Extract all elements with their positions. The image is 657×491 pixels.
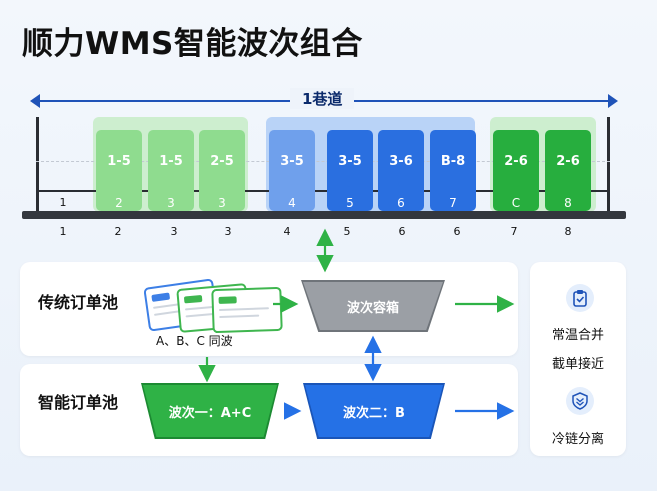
feature-text-1: 常温合并 — [551, 328, 604, 343]
slot-number: 1 — [59, 196, 67, 209]
rack-bin[interactable]: 3-5 5 — [327, 130, 373, 211]
bin-location-label: 1-5 — [159, 154, 183, 169]
bin-slot-number: 3 — [218, 196, 226, 210]
bin-location-label: 3-5 — [280, 154, 304, 169]
bin-slot-number: 2 — [115, 196, 123, 210]
wave-one-box[interactable]: 波次一：A+C — [143, 385, 277, 437]
bin-slot-number: 5 — [346, 196, 354, 210]
bin-location-label: 3-5 — [338, 154, 362, 169]
floor-number: 4 — [283, 225, 291, 238]
bin-location-label: 1-5 — [107, 154, 131, 169]
chevron-shield-icon — [566, 387, 594, 415]
floor-number: 2 — [114, 225, 122, 238]
feature-text-3: 冷链分离 — [551, 432, 604, 447]
bin-location-label: 2-6 — [556, 154, 580, 169]
floor-number: 3 — [170, 225, 178, 238]
bin-location-label: 3-6 — [389, 154, 413, 169]
floor-number: 1 — [59, 225, 67, 238]
page-title: 顺力WMS智能波次组合 — [22, 26, 363, 62]
floor-number: 6 — [398, 225, 406, 238]
rack-bin[interactable]: 2-5 3 — [199, 130, 245, 211]
clipboard-check-icon — [566, 284, 594, 312]
floor-number: 8 — [564, 225, 572, 238]
rack-bin[interactable]: 3-6 6 — [378, 130, 424, 211]
wave-container[interactable]: 波次容箱 — [303, 282, 443, 330]
arrow-right-icon — [608, 94, 618, 108]
aisle-label: 1巷道 — [290, 88, 355, 109]
rack-shelf — [36, 190, 610, 192]
rack-post — [607, 117, 610, 214]
bin-location-label: B-8 — [440, 154, 466, 169]
rack-bin[interactable]: 1-5 2 — [96, 130, 142, 211]
floor-number: 7 — [510, 225, 518, 238]
floor-number: 6 — [453, 225, 461, 238]
wave-two-box[interactable]: 波次二：B — [305, 385, 443, 437]
rack-gridline — [36, 161, 610, 162]
rack-bin[interactable]: 1-5 3 — [148, 130, 194, 211]
bin-slot-number: C — [511, 196, 521, 210]
traditional-pool-title: 传统订单池 — [38, 293, 119, 312]
rack-frame — [36, 117, 610, 214]
bin-slot-number: 8 — [564, 196, 572, 210]
smart-pool-title: 智能订单池 — [38, 393, 119, 412]
rack-bin[interactable]: 3-5 4 — [269, 130, 315, 211]
bin-slot-number: 6 — [397, 196, 405, 210]
bin-location-label: 2-5 — [210, 154, 234, 169]
floor-number: 5 — [343, 225, 351, 238]
bin-slot-number: 7 — [449, 196, 457, 210]
same-wave-caption: A、B、C 同波 — [156, 334, 233, 348]
feature-text-2: 截单接近 — [551, 357, 604, 372]
rack-bin[interactable]: B-8 7 — [430, 130, 476, 211]
rack-base — [22, 211, 626, 219]
rack-post — [36, 117, 39, 214]
bin-slot-number: 4 — [288, 196, 296, 210]
rack-bin[interactable]: 2-6 8 — [545, 130, 591, 211]
arrow-left-icon — [30, 94, 40, 108]
floor-number: 3 — [224, 225, 232, 238]
bin-slot-number: 3 — [167, 196, 175, 210]
bin-location-label: 2-6 — [504, 154, 528, 169]
